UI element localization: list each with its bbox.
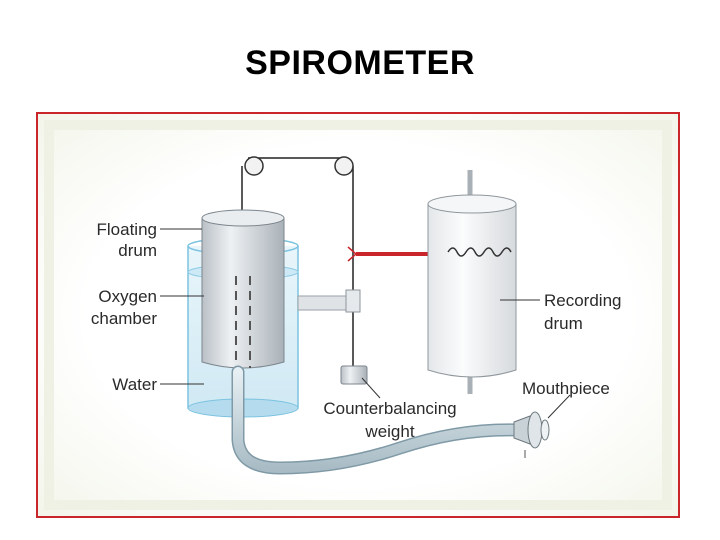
label-oxygen-chamber-line1: Oxygen: [98, 287, 157, 306]
recording-drum: [427, 170, 517, 394]
label-floating-drum-line2: drum: [118, 241, 157, 260]
breathing-tube: [231, 365, 527, 475]
figure-frame: [36, 112, 680, 518]
left-pulley: [244, 156, 264, 176]
diagram-labels: Floating drum Oxygen chamber Water Recor…: [91, 220, 622, 441]
label-floating-drum-line1: Floating: [97, 220, 157, 239]
counterbalancing-weight: [340, 365, 368, 385]
floating-drum: [201, 209, 285, 369]
label-recording-drum-line1: Recording: [544, 291, 622, 310]
slide-title: SPIROMETER: [245, 44, 475, 82]
mouthpiece: [513, 411, 550, 458]
label-water: Water: [112, 375, 157, 394]
label-counterbalancing-weight-line1: Counterbalancing: [323, 399, 456, 418]
pulley-system: [241, 156, 354, 366]
label-recording-drum-line2: drum: [544, 314, 583, 333]
label-oxygen-chamber-line2: chamber: [91, 309, 157, 328]
leader-lines: [160, 228, 571, 419]
counterweight-assembly: [297, 289, 368, 385]
label-mouthpiece: Mouthpiece: [522, 379, 610, 398]
recording-trace: [447, 247, 512, 257]
right-pulley: [334, 156, 354, 176]
label-counterbalancing-weight-line2: weight: [364, 422, 414, 441]
